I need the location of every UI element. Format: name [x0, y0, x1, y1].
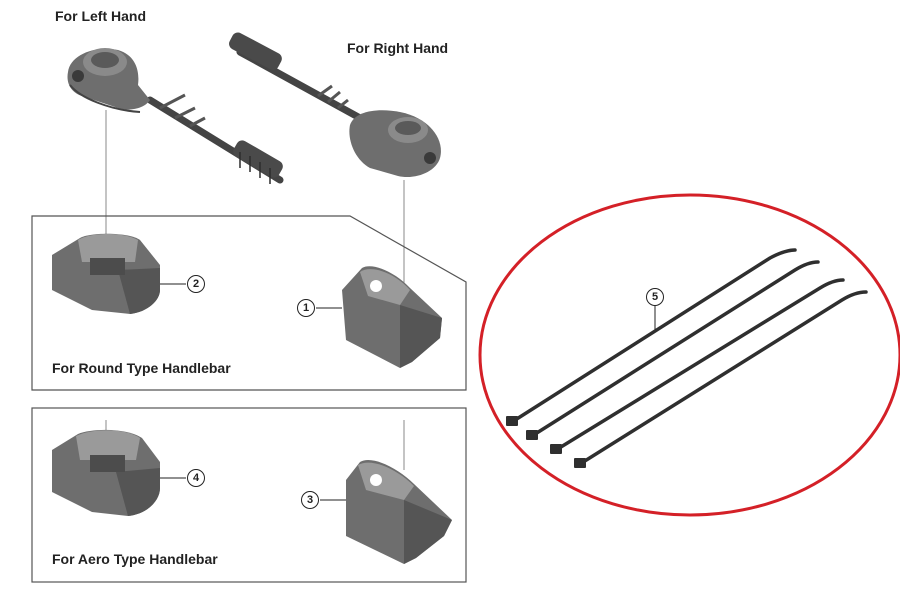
callout-1: 1	[297, 299, 315, 317]
cable-tie-heads	[506, 416, 586, 468]
left-hand-shifter	[67, 48, 284, 184]
part-1-mount	[342, 266, 442, 368]
round-type-label: For Round Type Handlebar	[52, 360, 231, 376]
callout-2: 2	[187, 275, 205, 293]
round-type-box	[31, 215, 467, 391]
callout-4: 4	[187, 469, 205, 487]
part-3-mount	[346, 460, 452, 564]
right-hand-shifter	[229, 32, 441, 178]
callout-5: 5	[646, 288, 664, 306]
cable-tie	[510, 248, 797, 424]
callout-3: 3	[301, 491, 319, 509]
aero-type-box	[31, 407, 467, 583]
part-4-mount	[52, 429, 160, 516]
highlight-ring	[478, 193, 900, 517]
part-2-mount	[52, 233, 160, 314]
right-hand-label: For Right Hand	[347, 40, 449, 56]
aero-type-label: For Aero Type Handlebar	[52, 551, 218, 567]
left-hand-label: For Left Hand	[55, 8, 146, 24]
cable-ties	[510, 248, 868, 466]
